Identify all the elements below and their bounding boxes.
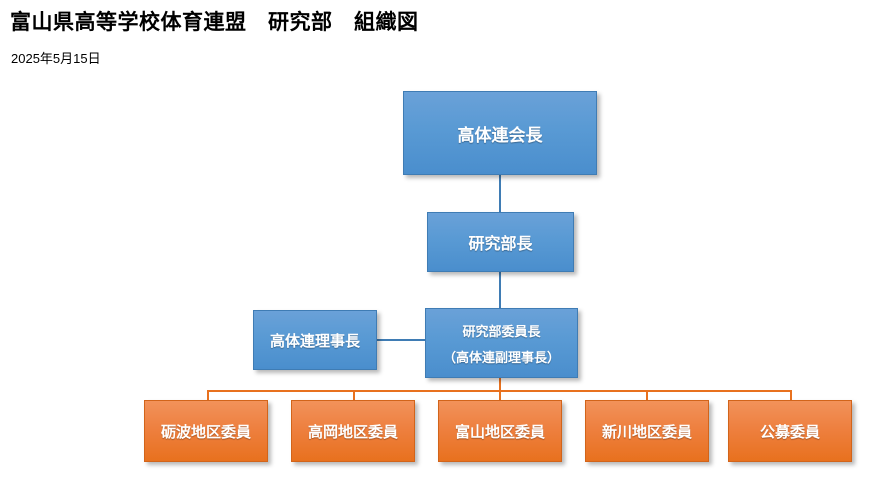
connector-chairman-to-dept-head xyxy=(499,175,501,212)
node-chairman[interactable]: 高体連会長 xyxy=(403,91,597,175)
node-department-head-label: 研究部長 xyxy=(468,236,533,253)
node-chairman-label: 高体連会長 xyxy=(457,125,543,145)
connector-bus-to-district-4 xyxy=(790,390,792,401)
node-district-tonami-label: 砺波地区委員 xyxy=(160,423,251,441)
connector-bus-to-district-2 xyxy=(499,390,501,401)
node-district-takaoka-label: 高岡地区委員 xyxy=(307,423,398,441)
connector-bus-to-district-0 xyxy=(207,390,209,401)
connector-bus-to-district-3 xyxy=(646,390,648,401)
connector-bus-to-district-1 xyxy=(353,390,355,401)
node-director-label: 高体連理事長 xyxy=(269,332,360,350)
node-public-member-label: 公募委員 xyxy=(759,423,820,441)
node-district-takaoka[interactable]: 高岡地区委員 xyxy=(291,400,415,462)
node-department-head[interactable]: 研究部長 xyxy=(427,212,574,272)
node-district-toyama[interactable]: 富山地区委員 xyxy=(438,400,562,462)
connector-dept-head-to-committee xyxy=(499,272,501,308)
node-committee-chair-label: 研究部委員長 xyxy=(462,323,541,339)
node-director[interactable]: 高体連理事長 xyxy=(253,310,377,370)
node-public-member[interactable]: 公募委員 xyxy=(728,400,852,462)
connector-director-to-committee xyxy=(377,339,426,341)
node-district-toyama-label: 富山地区委員 xyxy=(454,423,545,441)
node-district-tonami[interactable]: 砺波地区委員 xyxy=(144,400,268,462)
page-date: 2025年5月15日 xyxy=(11,51,101,66)
page-title: 富山県高等学校体育連盟 研究部 組織図 xyxy=(10,11,419,34)
node-district-niikawa[interactable]: 新川地区委員 xyxy=(585,400,709,462)
node-committee-chair[interactable]: 研究部委員長 （高体連副理事長） xyxy=(425,308,578,378)
node-district-niikawa-label: 新川地区委員 xyxy=(601,423,692,441)
connector-committee-to-bus xyxy=(499,378,501,391)
node-committee-chair-sublabel: （高体連副理事長） xyxy=(442,349,560,365)
